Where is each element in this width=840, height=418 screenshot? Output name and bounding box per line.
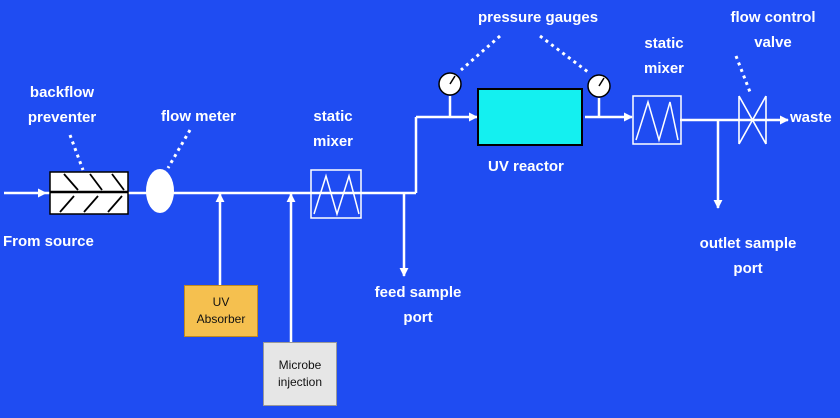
outlet-sample-port-label: outlet sample port: [688, 231, 808, 281]
static-mixer-1-line1: static: [313, 108, 353, 125]
backflow-preventer-icon: [49, 171, 129, 215]
flow-meter-icon: [146, 169, 174, 213]
outlet-sample-line1: outlet sample: [699, 235, 797, 252]
static-mixer-1-label: static mixer: [302, 104, 364, 154]
backflow-label-line2: preventer: [27, 109, 97, 126]
flow-meter-label: flow meter: [161, 108, 237, 125]
flow-control-line1: flow control: [730, 9, 816, 26]
uv-reactor-label: UV reactor: [488, 158, 564, 175]
uv-absorber-line2: Absorber: [196, 312, 246, 326]
uv-reactor-icon: [477, 88, 583, 146]
gauge-1-leader: [460, 34, 501, 72]
from-source-label: From source: [3, 233, 94, 250]
valve-leader: [734, 55, 752, 93]
static-mixer-2-line1: static: [644, 35, 684, 52]
pressure-gauges-label: pressure gauges: [478, 9, 599, 26]
static-mixer-2-icon: [632, 95, 682, 145]
uv-absorber-box: UV Absorber: [184, 285, 258, 337]
pressure-gauge-1-icon: [438, 72, 462, 96]
static-mixer-2-label: static mixer: [632, 31, 696, 81]
feed-sample-line1: feed sample: [374, 284, 462, 301]
flow-control-valve-label: flow control valve: [718, 5, 828, 55]
flow-control-valve-icon: [738, 95, 767, 145]
microbe-injection-box: Microbe injection: [263, 342, 337, 406]
feed-sample-line2: port: [403, 309, 433, 326]
microbe-line2: injection: [277, 375, 323, 389]
feed-sample-port-label: feed sample port: [368, 280, 468, 330]
static-mixer-2-line2: mixer: [643, 60, 685, 77]
backflow-preventer-label: backflow preventer: [24, 80, 100, 130]
flow-meter-leader: [166, 129, 192, 169]
flow-control-line2: valve: [754, 34, 792, 51]
gauge-2-leader: [539, 34, 589, 74]
uv-absorber-line1: UV: [212, 295, 230, 309]
microbe-line1: Microbe: [278, 358, 322, 372]
pressure-gauge-2-icon: [587, 74, 611, 98]
waste-label: waste: [790, 109, 832, 126]
static-mixer-1-icon: [310, 169, 362, 219]
backflow-leader: [68, 134, 85, 171]
outlet-sample-line2: port: [733, 260, 763, 277]
static-mixer-1-line2: mixer: [312, 133, 354, 150]
backflow-label-line1: backflow: [29, 84, 95, 101]
